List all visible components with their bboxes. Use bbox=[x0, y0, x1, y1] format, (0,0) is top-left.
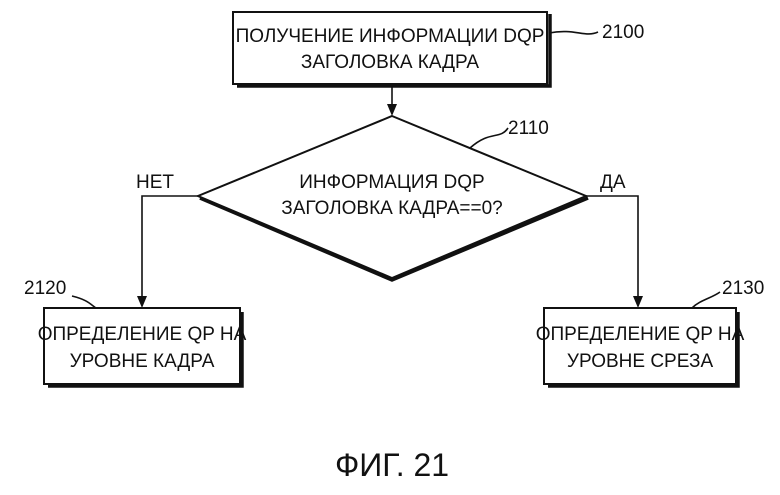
step-2130-leader bbox=[692, 292, 720, 308]
step-2100-leader bbox=[549, 32, 598, 34]
step-2130-line-2: УРОВНЕ СРЕЗА bbox=[567, 351, 714, 372]
step-2130-box: ОПРЕДЕЛЕНИЕ QP НА УРОВНЕ СРЕЗА bbox=[536, 308, 745, 386]
step-2100-ref: 2100 bbox=[602, 22, 644, 43]
step-2120-line-2: УРОВНЕ КАДРА bbox=[70, 351, 215, 372]
branch-no-arrow bbox=[137, 296, 147, 308]
step-2120-ref: 2120 bbox=[24, 278, 66, 299]
figure-caption: ФИГ. 21 bbox=[335, 447, 449, 483]
step-2110-leader bbox=[470, 128, 508, 148]
branch-yes-arrow bbox=[633, 296, 643, 308]
step-2120-leader bbox=[72, 296, 96, 308]
step-2110-line-1: ИНФОРМАЦИЯ DQP bbox=[299, 172, 484, 193]
step-2120-box: ОПРЕДЕЛЕНИЕ QP НА УРОВНЕ КАДРА bbox=[38, 308, 247, 386]
branch-no-label: НЕТ bbox=[136, 172, 174, 193]
step-2100-line-2: ЗАГОЛОВКА КАДРА bbox=[301, 52, 480, 73]
arrow-head-2110 bbox=[387, 104, 397, 116]
step-2120-line-1: ОПРЕДЕЛЕНИЕ QP НА bbox=[38, 324, 247, 345]
branch-no-line bbox=[142, 196, 198, 300]
branch-yes-line bbox=[586, 196, 638, 300]
step-2100-box: ПОЛУЧЕНИЕ ИНФОРМАЦИИ DQP ЗАГОЛОВКА КАДРА bbox=[233, 12, 550, 86]
step-2100-line-1: ПОЛУЧЕНИЕ ИНФОРМАЦИИ DQP bbox=[236, 26, 545, 47]
step-2110-decision: ИНФОРМАЦИЯ DQP ЗАГОЛОВКА КАДРА==0? bbox=[198, 116, 588, 280]
branch-yes-label: ДА bbox=[600, 172, 626, 193]
step-2130-line-1: ОПРЕДЕЛЕНИЕ QP НА bbox=[536, 324, 745, 345]
step-2130-ref: 2130 bbox=[722, 278, 764, 299]
step-2110-line-2: ЗАГОЛОВКА КАДРА==0? bbox=[281, 198, 503, 219]
step-2110-ref: 2110 bbox=[508, 118, 549, 139]
